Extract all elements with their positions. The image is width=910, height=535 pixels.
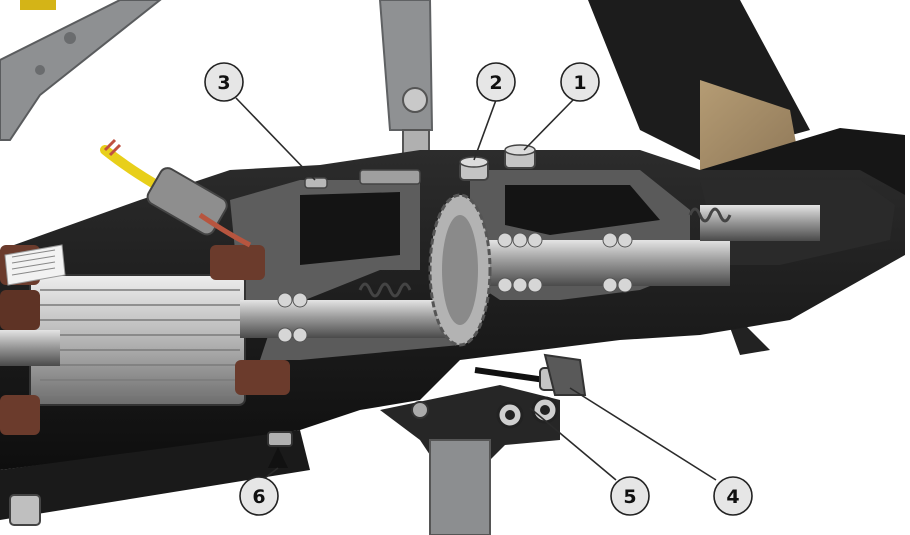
cable-entry [100, 138, 252, 248]
bearings [277, 232, 633, 343]
callout-3: 3 [204, 62, 244, 102]
leader-lines [235, 97, 717, 481]
callout-label-2: 2 [489, 72, 502, 94]
shaft-seals [358, 207, 732, 298]
planetary-gear [428, 193, 492, 347]
callout-label-5: 5 [623, 486, 636, 508]
mounting-bracket [380, 385, 560, 535]
callout-4: 4 [713, 476, 753, 516]
callout-label-3: 3 [217, 72, 230, 94]
callout-5: 5 [610, 476, 650, 516]
callout-label-6: 6 [252, 486, 265, 508]
drain-plug [267, 431, 293, 447]
mounting-frame [0, 0, 162, 141]
leakage-sensor [474, 353, 587, 396]
frame-bolt [9, 494, 41, 526]
callout-label-1: 1 [573, 72, 586, 94]
callout-label-4: 4 [726, 486, 739, 508]
drive-shaft [0, 205, 820, 366]
leader-arrow-6 [268, 447, 288, 468]
nameplate [4, 244, 66, 286]
motor-rotor [29, 274, 246, 406]
callout-6: 6 [239, 476, 279, 516]
callout-1: 1 [560, 62, 600, 102]
callout-2: 2 [476, 62, 516, 102]
lifting-arm [378, 0, 434, 157]
